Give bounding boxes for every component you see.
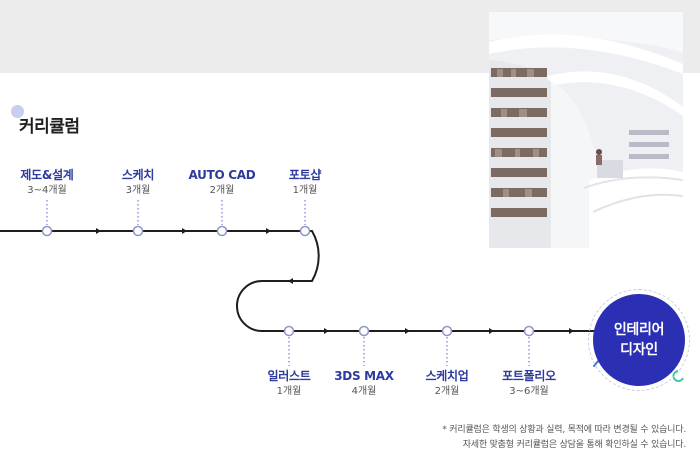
library-interior-photo [489, 12, 683, 248]
section-title: 커리큘럼 [19, 117, 80, 137]
stage-guides [46, 200, 530, 366]
stage-duration: 3개월 [125, 185, 151, 196]
stage-sketchup: 스케치업 2개월 [392, 369, 502, 399]
stage-name: 제도&설계 [20, 168, 74, 182]
track-line [0, 230, 600, 332]
stage-name: 포트폴리오 [502, 369, 556, 383]
stage-duration: 3~4개월 [27, 185, 67, 196]
stage-duration: 3~6개월 [509, 386, 549, 397]
stage-name: 일러스트 [267, 369, 311, 383]
stage-name: 포토샵 [288, 168, 322, 182]
stage-node [523, 325, 535, 337]
stage-sketch: 스케치 3개월 [83, 168, 193, 198]
footnote-line-1: * 커리큘럼은 학생의 상황과 실력, 목적에 따라 변경될 수 있습니다. [442, 425, 686, 435]
stage-duration: 1개월 [292, 185, 318, 196]
stage-name: AUTO CAD [188, 168, 256, 182]
stage-portfolio: 포트폴리오 3~6개월 [474, 369, 584, 399]
stage-duration: 1개월 [276, 386, 302, 397]
stage-node [441, 325, 453, 337]
stage-drafting: 제도&설계 3~4개월 [0, 168, 102, 198]
stage-node [358, 325, 370, 337]
stage-node [299, 225, 311, 237]
stage-name: 3DS MAX [334, 369, 394, 383]
stage-photoshop: 포토샵 1개월 [250, 168, 360, 198]
curriculum-footnote: * 커리큘럼은 학생의 상황과 실력, 목적에 따라 변경될 수 있습니다. 자… [442, 423, 686, 453]
track-arrows [96, 228, 574, 334]
goal-badge: 인테리어 디자인 [593, 294, 685, 386]
stage-name: 스케치 [121, 168, 155, 182]
stage-duration: 4개월 [351, 386, 377, 397]
stage-node [41, 225, 53, 237]
stage-duration: 2개월 [209, 185, 235, 196]
stage-node [283, 325, 295, 337]
stage-node [132, 225, 144, 237]
stage-illustrator: 일러스트 1개월 [234, 369, 344, 399]
stage-autocad: AUTO CAD 2개월 [167, 168, 277, 198]
title-decoration-dot [11, 105, 24, 118]
stage-3dsmax: 3DS MAX 4개월 [309, 369, 419, 399]
goal-line-1: 인테리어 [613, 322, 665, 338]
goal-ring-decoration [588, 289, 690, 391]
goal-line-2: 디자인 [620, 342, 658, 358]
stage-node [216, 225, 228, 237]
stage-name: 스케치업 [425, 369, 469, 383]
footnote-line-2: 자세한 맞춤형 커리큘럼은 상담을 통해 확인하실 수 있습니다. [462, 440, 686, 450]
stage-duration: 2개월 [434, 386, 460, 397]
